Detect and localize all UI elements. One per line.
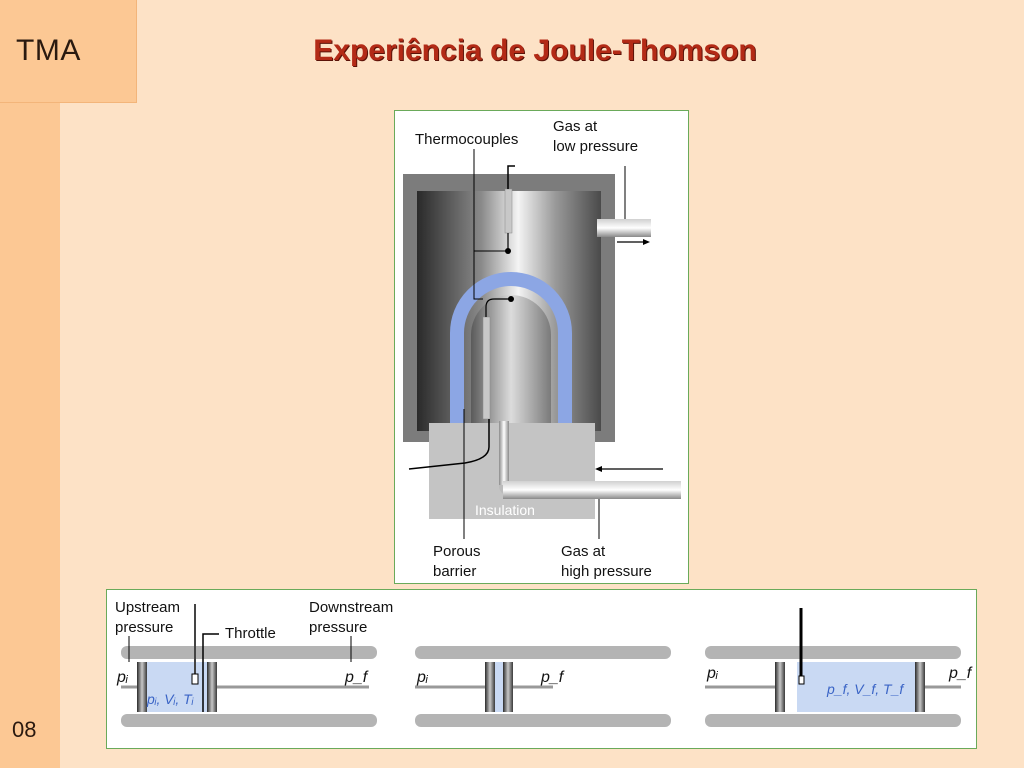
outlet-arrow-head bbox=[643, 239, 650, 245]
insulation-label: Insulation bbox=[475, 502, 535, 518]
gas-low-label-line1: Gas at bbox=[553, 118, 598, 135]
porous-label-line2: barrier bbox=[433, 563, 476, 580]
throttle-label: Throttle bbox=[225, 625, 276, 642]
stage-1: Upstream pressure Throttle Downstream pr… bbox=[115, 599, 393, 727]
stage1-gas-region bbox=[147, 662, 207, 712]
stage3-gas-region bbox=[797, 662, 915, 712]
stage2-lower-wall bbox=[415, 714, 671, 727]
stage1-lower-wall bbox=[121, 714, 377, 727]
stage2-right-piston bbox=[503, 662, 513, 712]
stage3-thermometer-bulb bbox=[798, 675, 805, 685]
insulation-upper bbox=[495, 423, 595, 475]
stage1-thermometer-bulb bbox=[191, 673, 199, 685]
left-sidebar-band bbox=[0, 0, 60, 768]
stage2-upper-wall bbox=[415, 646, 671, 659]
thermocouples-label: Thermocouples bbox=[415, 131, 518, 148]
inlet-arrow-head bbox=[595, 466, 602, 472]
throttling-stages-figure: Upstream pressure Throttle Downstream pr… bbox=[106, 589, 977, 749]
lower-junction-dot bbox=[508, 296, 514, 302]
stage3-pi-label: pᵢ bbox=[706, 665, 719, 682]
lower-junction-lead bbox=[485, 298, 511, 317]
porous-label-line1: Porous bbox=[433, 543, 481, 560]
inlet-pipe-horizontal bbox=[503, 481, 681, 499]
thermocouple-exit-lead bbox=[408, 419, 490, 470]
upper-thermocouple-probe bbox=[504, 188, 513, 234]
thermocouple-leader-lower bbox=[473, 251, 483, 300]
apparatus-figure: Thermocouples Gas at low pressure Insula… bbox=[394, 110, 689, 584]
header-corner-box: TMA bbox=[0, 0, 137, 103]
upstream-label-line2: pressure bbox=[115, 619, 173, 636]
apparatus-diagram: Thermocouples Gas at low pressure Insula… bbox=[403, 118, 681, 580]
stage2-gas-region bbox=[495, 662, 503, 712]
upstream-label-line1: Upstream bbox=[115, 599, 180, 616]
stage2-pf-label: p_f bbox=[540, 669, 565, 686]
lower-thermocouple-probe bbox=[482, 316, 491, 420]
stage3-pf-label: p_f bbox=[948, 665, 973, 682]
upper-thermocouple-wire bbox=[507, 165, 515, 189]
page-number: 08 bbox=[12, 717, 37, 742]
stage2-left-piston bbox=[485, 662, 495, 712]
slide-title: Experiência de Joule-Thomson bbox=[313, 34, 757, 67]
stage1-pi-label: pᵢ bbox=[116, 669, 129, 686]
porous-barrier bbox=[450, 272, 572, 423]
inlet-pipe-vertical bbox=[499, 421, 509, 485]
stage3-left-piston bbox=[775, 662, 785, 712]
stage1-state-label: pᵢ, Vᵢ, Tᵢ bbox=[146, 691, 194, 707]
downstream-label-line1: Downstream bbox=[309, 599, 393, 616]
stage-2: pᵢ p_f bbox=[415, 646, 671, 727]
stage1-right-piston bbox=[207, 662, 217, 712]
stage1-pf-label: p_f bbox=[344, 669, 369, 686]
gas-high-label-line2: high pressure bbox=[561, 563, 652, 580]
downstream-label-line2: pressure bbox=[309, 619, 367, 636]
stage1-upper-wall bbox=[121, 646, 377, 659]
stage3-upper-wall bbox=[705, 646, 961, 659]
stage-3: pᵢ p_f p_f, V_f, T_f bbox=[705, 608, 973, 727]
outlet-pipe bbox=[597, 219, 651, 237]
brand-label: TMA bbox=[16, 34, 81, 67]
throttling-stages-diagram: Upstream pressure Throttle Downstream pr… bbox=[115, 599, 973, 727]
upper-junction-dot bbox=[505, 248, 511, 254]
stage3-lower-wall bbox=[705, 714, 961, 727]
stage3-state-label: p_f, V_f, T_f bbox=[826, 681, 905, 697]
throttle-leader bbox=[202, 633, 219, 712]
gas-high-label-line1: Gas at bbox=[561, 543, 606, 560]
inner-chamber bbox=[471, 295, 551, 423]
stage3-right-piston bbox=[915, 662, 925, 712]
gas-low-label-line2: low pressure bbox=[553, 138, 638, 155]
stage2-pi-label: pᵢ bbox=[416, 669, 429, 686]
stage1-left-piston bbox=[137, 662, 147, 712]
